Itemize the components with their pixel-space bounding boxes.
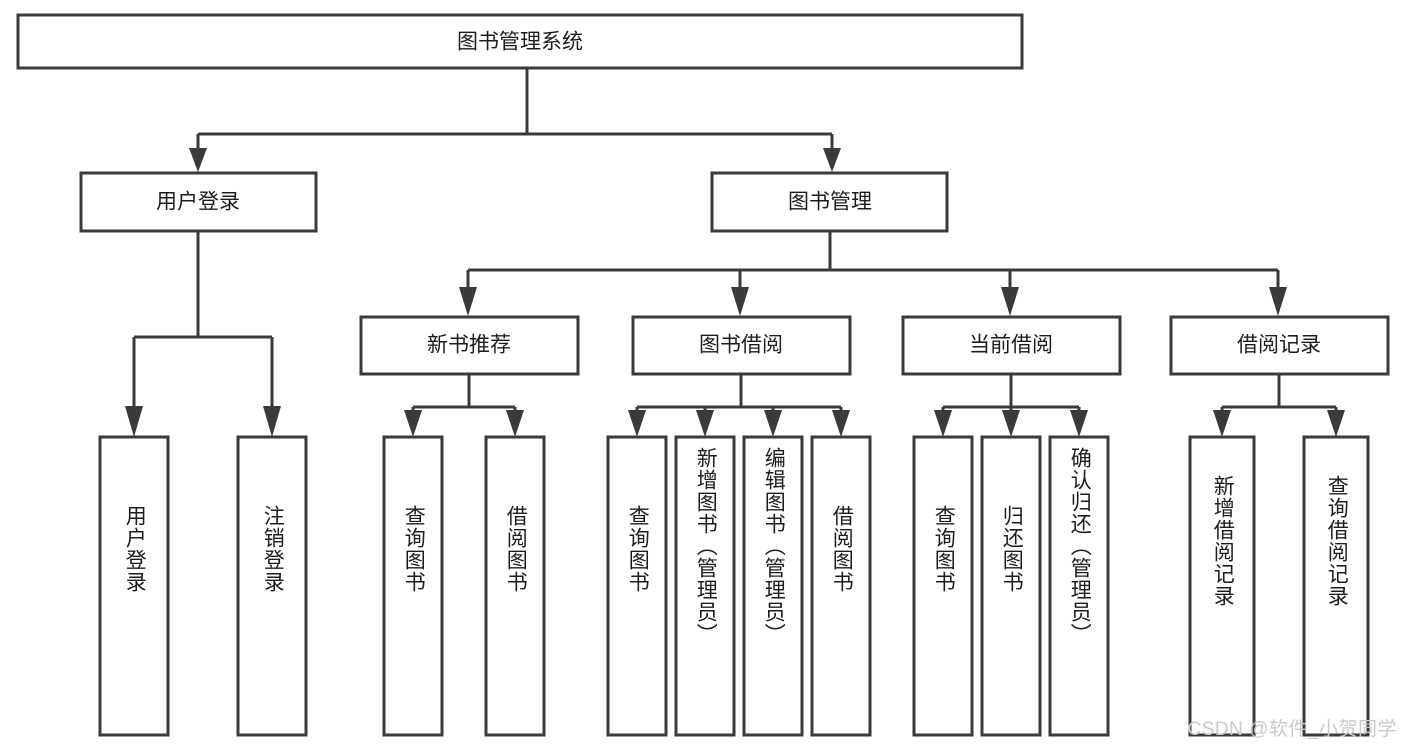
book-manage-label: 图书管理 [788,191,872,214]
node-borrow-record[interactable]: 借阅记录 [1169,315,1390,376]
leaf-box-current-borrow-1[interactable] [980,435,1042,737]
arrow-leaf-book-borrow-1 [696,410,714,437]
node-user-login[interactable]: 用户登录 [79,171,318,233]
leaf-box-borrow-record-0[interactable] [1188,435,1256,737]
csdn-watermark: CSDN @软件_小贺同学 [1187,719,1397,740]
leaf-box-user-login-1[interactable] [236,435,308,737]
current-borrow-box[interactable] [901,315,1122,376]
node-root[interactable]: 图书管理系统 [16,13,1024,70]
arrow-leaf-user-login-1 [263,406,281,437]
node-new-book-recommend[interactable]: 新书推荐 [359,315,580,376]
leaf-box-user-login-0[interactable] [98,435,170,737]
user-login-label: 用户登录 [156,191,240,214]
arrow-book-borrow [731,287,749,316]
arrow-leaf-new-book-1 [506,410,524,437]
root-label: 图书管理系统 [457,31,583,54]
arrow-user-login [189,148,207,172]
node-book-manage[interactable]: 图书管理 [710,171,949,233]
root-box[interactable] [16,13,1024,70]
arrow-borrow-record [1269,287,1287,316]
leaf-box-book-borrow-0[interactable] [606,435,668,737]
borrow-record-label: 借阅记录 [1237,334,1321,357]
leaf-box-book-borrow-1[interactable] [674,435,736,737]
book-borrow-box[interactable] [631,315,852,376]
leaf-box-current-borrow-0[interactable] [912,435,974,737]
new-book-recommend-box[interactable] [359,315,580,376]
leaf-box-borrow-record-1[interactable] [1302,435,1370,737]
borrow-record-box[interactable] [1169,315,1390,376]
arrow-leaf-book-borrow-2 [764,410,782,437]
current-borrow-label: 当前借阅 [969,334,1053,357]
arrow-leaf-user-login-0 [125,406,143,437]
arrow-new-book-recommend [459,287,477,316]
arrow-leaf-borrow-record-0 [1213,410,1231,437]
book-manage-box[interactable] [710,171,949,233]
node-current-borrow[interactable]: 当前借阅 [901,315,1122,376]
new-book-recommend-label: 新书推荐 [427,334,511,357]
arrow-leaf-new-book-0 [404,410,422,437]
leaf-box-new-book-0[interactable] [382,435,444,737]
arrow-leaf-borrow-record-1 [1327,410,1345,437]
arrow-leaf-current-borrow-2 [1070,410,1088,437]
arrow-book-manage [823,148,841,172]
arrow-leaf-current-borrow-0 [934,410,952,437]
book-borrow-label: 图书借阅 [699,334,783,357]
leaf-box-book-borrow-2[interactable] [742,435,804,737]
arrow-current-borrow [1001,287,1019,316]
arrow-leaf-book-borrow-3 [832,410,850,437]
leaf-box-book-borrow-3[interactable] [810,435,872,737]
leaf-box-new-book-1[interactable] [484,435,546,737]
arrow-leaf-book-borrow-0 [628,410,646,437]
leaf-box-current-borrow-2[interactable] [1048,435,1110,737]
arrow-leaf-current-borrow-1 [1002,410,1020,437]
node-book-borrow[interactable]: 图书借阅 [631,315,852,376]
